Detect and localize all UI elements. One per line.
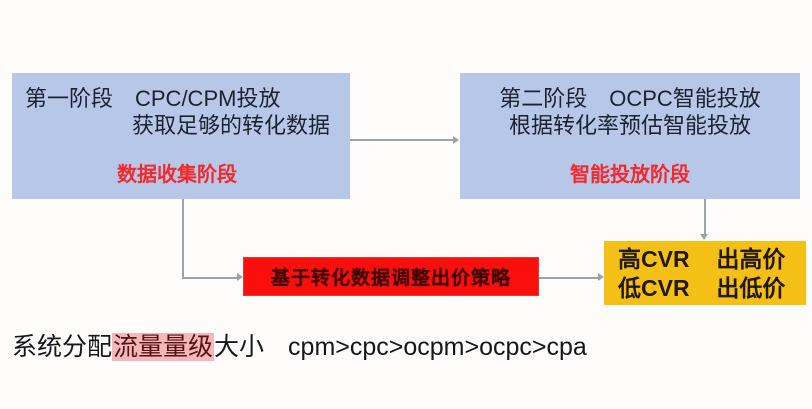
stage-two-heading: 第二阶段 OCPC智能投放 [499,86,761,111]
connector-strategy-to-cvr [539,277,599,279]
stage-one-heading: 第一阶段 CPC/CPM投放 [25,86,281,111]
cvr-rule-low: 低CVR 出低价 [618,274,806,303]
connector-stage-two-down [704,199,706,235]
cvr-high-right: 出高价 [716,246,786,272]
connector-into-strategy [182,277,238,279]
connector-arrow-down-to-cvr [700,234,708,240]
bottom-note-suffix: 大小 [214,333,265,361]
bottom-note-prefix: 系统分配 [12,333,113,361]
stage-two-box: 第二阶段 OCPC智能投放 根据转化率预估智能投放 智能投放阶段 [460,73,800,199]
connector-arrow-to-strategy [237,273,243,281]
stage-one-box: 第一阶段 CPC/CPM投放 获取足够的转化数据 数据收集阶段 [12,73,350,199]
connector-arrow-to-stage-two [453,136,459,144]
cvr-low-left: 低CVR [618,275,690,301]
connector-stage-one-down [182,199,184,278]
bottom-note-highlight: 流量量级 [112,333,215,361]
cvr-high-left: 高CVR [618,246,690,272]
connector-arrow-to-cvr [598,273,604,281]
stage-two-subheading: 根据转化率预估智能投放 [508,113,751,138]
bottom-note-formula: cpm>cpc>ocpm>ocpc>cpa [288,333,587,361]
bottom-note: 系统分配流量量级大小 cpm>cpc>ocpm>ocpc>cpa [12,331,587,363]
stage-two-caption: 智能投放阶段 [570,164,690,186]
strategy-box: 基于转化数据调整出价策略 [243,257,539,296]
stage-one-caption: 数据收集阶段 [117,164,237,186]
cvr-low-right: 出低价 [716,275,786,301]
cvr-rule-high: 高CVR 出高价 [618,245,806,274]
connector-stage-one-to-stage-two [350,139,454,141]
strategy-label: 基于转化数据调整出价策略 [270,268,511,289]
stage-one-subheading: 获取足够的转化数据 [132,113,331,138]
cvr-rule-box: 高CVR 出高价 低CVR 出低价 [604,241,806,305]
